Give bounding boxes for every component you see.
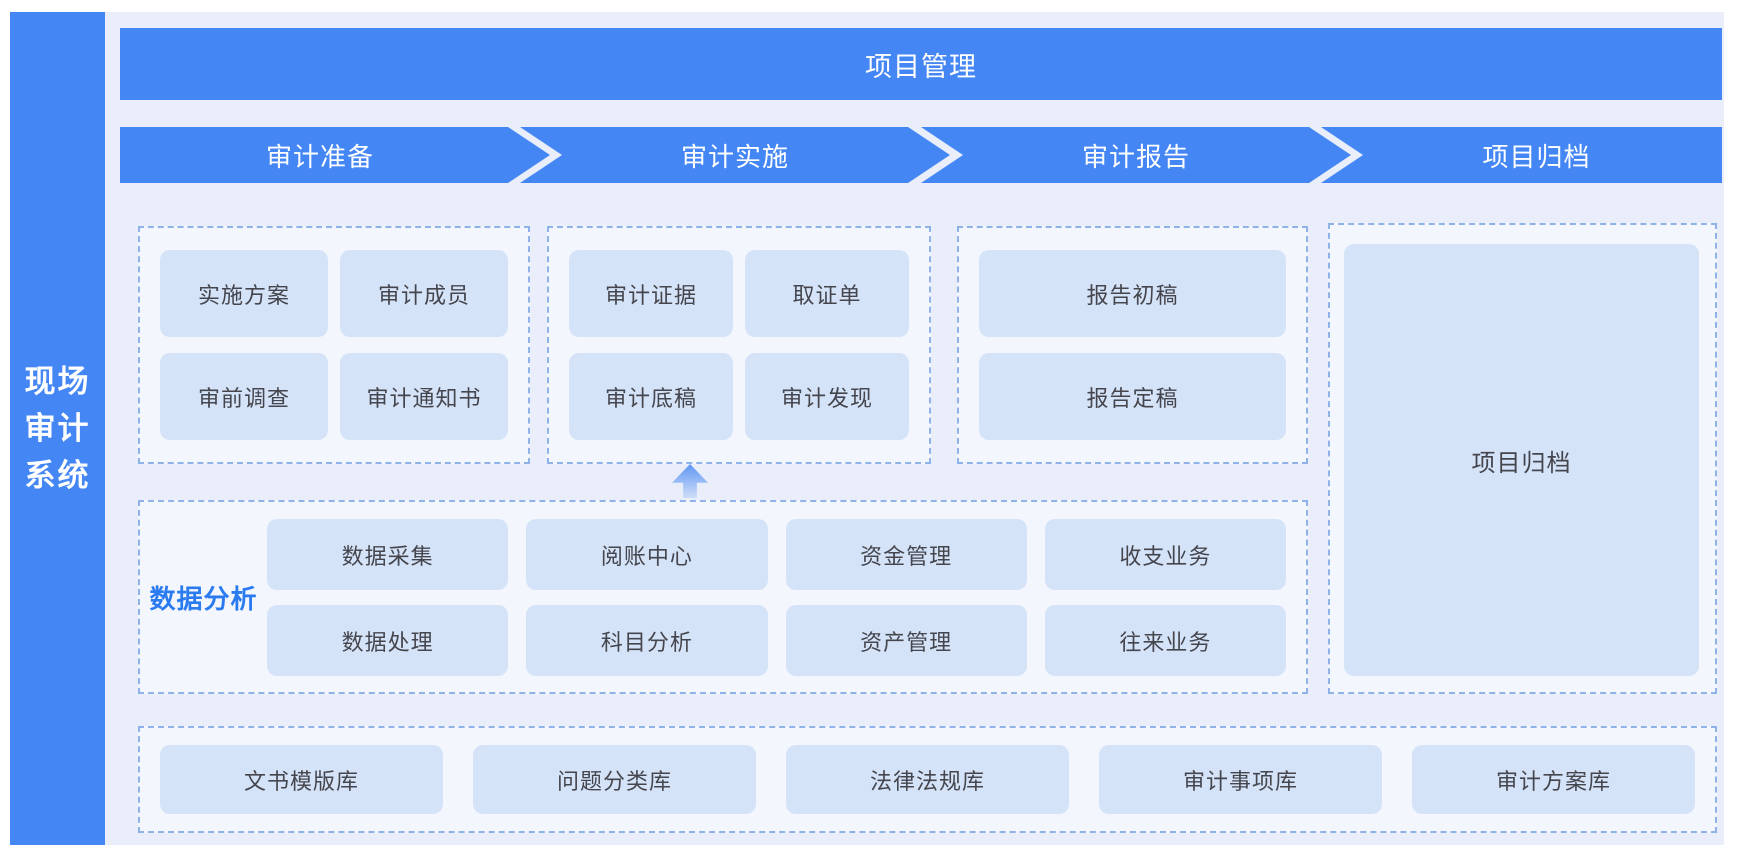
panel-data-analysis: 数据分析 数据采集阅账中心资金管理收支业务数据处理科目分析资产管理往来业务 xyxy=(138,500,1308,694)
project-management-banner: 项目管理 xyxy=(120,28,1722,100)
stage-arrow-implement: 审计实施 xyxy=(520,127,950,183)
implement-items: 审计证据取证单审计底稿审计发现 xyxy=(549,228,929,462)
panel-audit-prepare: 实施方案审计成员审前调查审计通知书 xyxy=(138,226,530,464)
module-box: 取证单 xyxy=(745,250,909,337)
panel-project-archive: 项目归档 xyxy=(1328,223,1717,694)
module-box: 报告初稿 xyxy=(979,250,1286,337)
module-box: 审计发现 xyxy=(745,353,909,440)
module-box: 阅账中心 xyxy=(526,519,768,590)
panel-audit-report: 报告初稿报告定稿 xyxy=(957,226,1308,464)
library-box: 问题分类库 xyxy=(473,745,756,814)
module-box: 数据采集 xyxy=(267,519,509,590)
stage-label: 审计实施 xyxy=(680,141,789,172)
module-box: 收支业务 xyxy=(1044,519,1286,590)
module-box: 审计证据 xyxy=(569,250,733,337)
stage-label: 审计准备 xyxy=(265,141,374,172)
archive-box: 项目归档 xyxy=(1344,244,1699,676)
module-box: 数据处理 xyxy=(267,605,509,676)
library-box: 文书模版库 xyxy=(160,745,443,814)
system-title-line: 审计 xyxy=(24,411,91,446)
system-title-bar: 现场 审计 系统 xyxy=(10,12,105,845)
library-box: 审计方案库 xyxy=(1412,745,1695,814)
process-flow: 审计准备 审计实施 审计报告 项目归档 xyxy=(0,127,1740,183)
data-analysis-items: 数据采集阅账中心资金管理收支业务数据处理科目分析资产管理往来业务 xyxy=(267,519,1286,676)
library-box: 审计事项库 xyxy=(1099,745,1382,814)
system-title-line: 系统 xyxy=(24,458,91,493)
library-items: 文书模版库问题分类库法律法规库审计事项库审计方案库 xyxy=(140,728,1715,831)
prepare-items: 实施方案审计成员审前调查审计通知书 xyxy=(140,228,528,462)
report-items: 报告初稿报告定稿 xyxy=(959,228,1306,462)
module-box: 报告定稿 xyxy=(979,353,1286,440)
module-box: 审前调查 xyxy=(160,353,328,440)
data-analysis-label: 数据分析 xyxy=(149,583,258,614)
module-box: 资金管理 xyxy=(785,519,1027,590)
module-box: 往来业务 xyxy=(1044,605,1286,676)
module-box: 科目分析 xyxy=(526,605,768,676)
module-box: 审计底稿 xyxy=(569,353,733,440)
stage-arrow-report: 审计报告 xyxy=(921,127,1351,183)
module-box: 审计通知书 xyxy=(340,353,508,440)
stage-label: 审计报告 xyxy=(1081,141,1190,172)
banner-label: 项目管理 xyxy=(865,51,977,82)
module-box: 实施方案 xyxy=(160,250,328,337)
panel-audit-implement: 审计证据取证单审计底稿审计发现 xyxy=(547,226,931,464)
module-box: 资产管理 xyxy=(785,605,1027,676)
archive-label: 项目归档 xyxy=(1471,449,1572,477)
stage-arrow-archive: 项目归档 xyxy=(1321,127,1722,183)
module-box: 审计成员 xyxy=(340,250,508,337)
library-box: 法律法规库 xyxy=(786,745,1069,814)
system-title-line: 现场 xyxy=(24,364,91,399)
panel-libraries: 文书模版库问题分类库法律法规库审计事项库审计方案库 xyxy=(138,726,1717,833)
stage-label: 项目归档 xyxy=(1482,141,1591,172)
stage-arrow-prepare: 审计准备 xyxy=(120,127,550,183)
